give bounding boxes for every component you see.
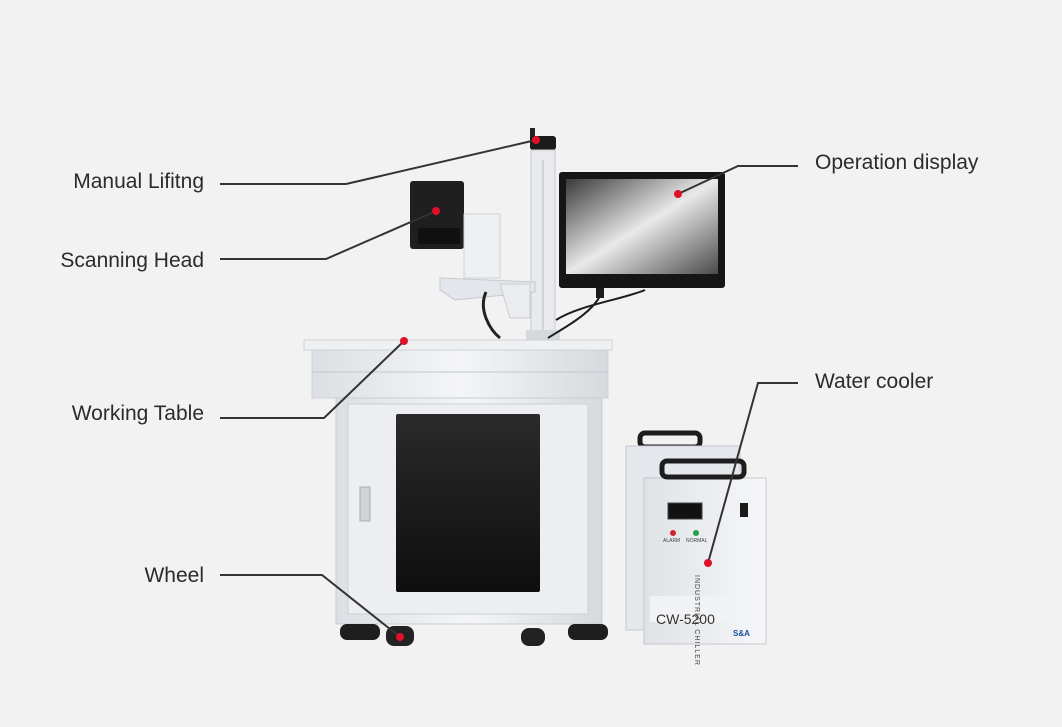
marker-dot-operation-display	[674, 190, 682, 198]
marker-dot-water-cooler	[704, 559, 712, 567]
leader-manual-lifting	[220, 139, 537, 185]
lifting-column	[526, 128, 560, 342]
leader-working-table	[220, 340, 405, 419]
label-manual-lifting: Manual Lifitng	[73, 170, 204, 193]
chiller-normal-text: NORMAL	[686, 538, 708, 544]
chiller-model-text: CW-5200	[656, 611, 715, 627]
scanning-head	[410, 181, 536, 340]
marker-dot-scanning-head	[432, 207, 440, 215]
chiller-alarm-text: ALARM	[663, 538, 681, 544]
working-table	[303, 339, 613, 399]
leader-scanning-head	[220, 210, 437, 260]
leader-operation-display	[677, 165, 798, 195]
marker-dot-working-table	[400, 337, 408, 345]
label-scanning-head: Scanning Head	[60, 249, 204, 272]
leader-wheel	[220, 574, 401, 638]
label-working-table: Working Table	[71, 402, 204, 425]
water-chiller	[625, 430, 767, 645]
cabinet	[335, 397, 603, 625]
leader-water-cooler	[707, 382, 798, 564]
label-water-cooler: Water cooler	[815, 370, 934, 393]
chiller-brand-text: S&A	[733, 629, 750, 638]
marker-dot-manual-lifting	[532, 136, 540, 144]
label-wheel: Wheel	[144, 564, 204, 587]
monitor	[547, 172, 725, 339]
label-operation-display: Operation display	[815, 151, 979, 174]
marker-dot-wheel	[396, 633, 404, 641]
